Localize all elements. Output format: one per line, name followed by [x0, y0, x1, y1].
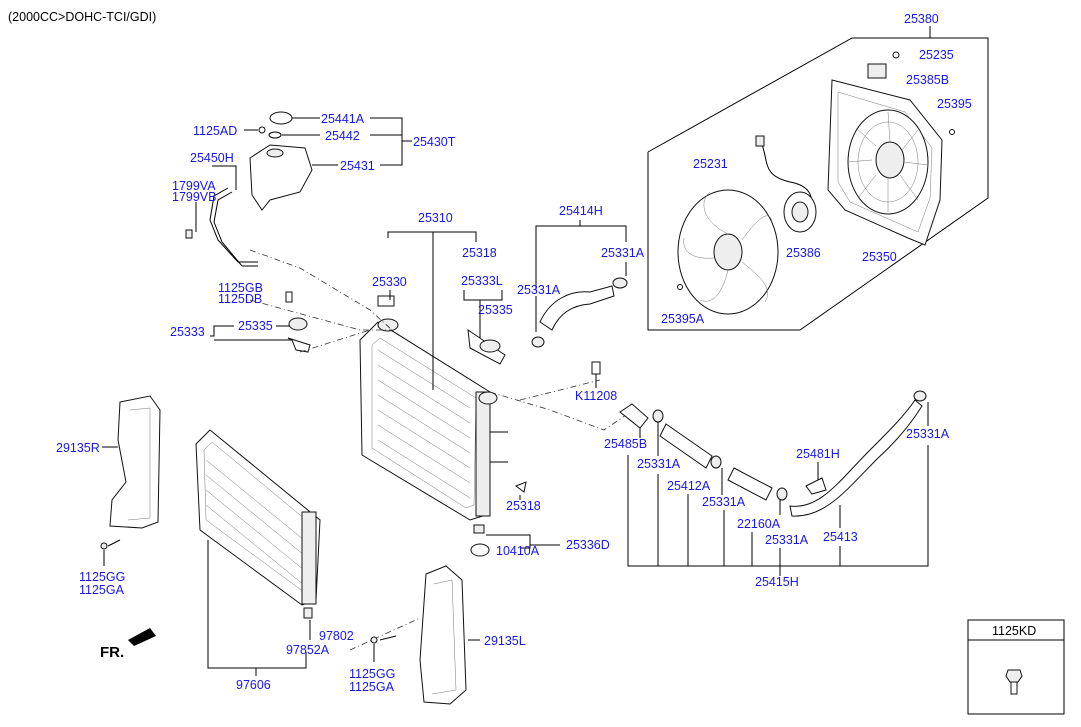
part-label-25450h[interactable]: 25450H	[190, 151, 234, 165]
radiator-drawing	[359, 295, 527, 557]
part-label-25231[interactable]: 25231	[693, 157, 728, 171]
air-guard-left-drawing	[370, 565, 480, 705]
part-label-1799vb[interactable]: 1799VB	[172, 190, 216, 204]
part-label-1125gg-bottom[interactable]: 1125GG	[349, 667, 395, 681]
lower-hose-drawing	[591, 361, 927, 517]
part-label-25431[interactable]: 25431	[340, 159, 375, 173]
bracket-left-drawing	[210, 291, 311, 353]
part-label-25331a-top[interactable]: 25331A	[601, 246, 645, 260]
reservoir-leaders	[195, 117, 412, 232]
part-label-25395[interactable]: 25395	[937, 97, 972, 111]
fan-blade-drawing	[677, 189, 779, 315]
fan-assembly-box	[647, 26, 989, 331]
part-label-25318-top[interactable]: 25318	[462, 246, 497, 260]
part-label-k11208[interactable]: K11208	[575, 389, 617, 403]
part-label-97606[interactable]: 97606	[236, 678, 271, 692]
part-label-25310[interactable]: 25310	[418, 211, 453, 225]
part-label-22160a[interactable]: 22160A	[737, 517, 781, 531]
lower-hose-leaders	[595, 374, 929, 576]
part-label-25380[interactable]: 25380	[904, 12, 939, 26]
part-label-25442[interactable]: 25442	[325, 129, 360, 143]
part-label-25413[interactable]: 25413	[823, 530, 858, 544]
part-label-25350[interactable]: 25350	[862, 250, 897, 264]
svg-text:FR.: FR.	[100, 644, 124, 661]
condenser-drawing	[195, 429, 321, 676]
part-label-25331a-right[interactable]: 25331A	[906, 427, 950, 441]
legend-box-label: 1125KD	[992, 624, 1036, 638]
part-label-25335-left[interactable]: 25335	[238, 319, 273, 333]
part-label-25330[interactable]: 25330	[372, 275, 407, 289]
part-label-1125gb[interactable]: 1125GB	[218, 281, 263, 295]
part-label-25331a-a[interactable]: 25331A	[637, 457, 681, 471]
part-label-25318-bottom[interactable]: 25318	[506, 499, 541, 513]
part-label-25385b[interactable]: 25385B	[906, 73, 949, 87]
part-label-25485b[interactable]: 25485B	[604, 437, 647, 451]
part-label-25335-right[interactable]: 25335	[478, 303, 513, 317]
part-label-25415h[interactable]: 25415H	[755, 575, 799, 589]
part-label-25395a[interactable]: 25395A	[661, 312, 705, 326]
front-direction-arrow: FR.	[100, 628, 156, 661]
part-label-25481h[interactable]: 25481H	[796, 447, 840, 461]
part-label-1125ga-left[interactable]: 1125GA	[79, 583, 125, 597]
part-label-25331a-c[interactable]: 25331A	[765, 533, 809, 547]
radiator-leaders	[387, 231, 560, 549]
part-label-29135l[interactable]: 29135L	[484, 634, 526, 648]
connector-lines	[249, 249, 627, 651]
part-label-10410a[interactable]: 10410A	[496, 544, 540, 558]
part-label-25414h[interactable]: 25414H	[559, 204, 603, 218]
engine-spec-header: (2000CC>DOHC-TCI/GDI)	[8, 10, 156, 24]
part-label-25441a[interactable]: 25441A	[321, 112, 365, 126]
part-label-25386[interactable]: 25386	[786, 246, 821, 260]
reservoir-drawing	[185, 111, 313, 267]
part-label-25430t[interactable]: 25430T	[413, 135, 456, 149]
part-label-1125db[interactable]: 1125DB	[218, 292, 262, 306]
part-label-25333l[interactable]: 25333L	[461, 274, 503, 288]
part-label-29135r[interactable]: 29135R	[56, 441, 100, 455]
part-label-1125ad[interactable]: 1125AD	[193, 124, 237, 138]
part-label-25336d[interactable]: 25336D	[566, 538, 610, 552]
part-label-1125gg-left[interactable]: 1125GG	[79, 570, 125, 584]
legend-box: 1125KD	[967, 619, 1065, 715]
fan-motor-drawing	[755, 135, 817, 233]
part-label-25331a-b[interactable]: 25331A	[702, 495, 746, 509]
fan-shroud-drawing	[827, 51, 955, 246]
bracket-right-drawing	[467, 328, 506, 365]
part-label-25412a[interactable]: 25412A	[667, 479, 711, 493]
part-label-25331a-mid[interactable]: 25331A	[517, 283, 561, 297]
part-label-1125ga-bottom[interactable]: 1125GA	[349, 680, 395, 694]
part-label-97802[interactable]: 97802	[319, 629, 354, 643]
part-label-25333[interactable]: 25333	[170, 325, 205, 339]
part-label-25235[interactable]: 25235	[919, 48, 954, 62]
upper-hose-drawing	[531, 220, 628, 348]
part-label-1799va[interactable]: 1799VA	[172, 179, 216, 193]
part-labels: 25380 25235 25385B 25395 25231 25386 253…	[56, 12, 972, 694]
bolt-icon	[1005, 669, 1023, 695]
part-label-97852a[interactable]: 97852A	[286, 643, 330, 657]
air-guard-right-drawing	[100, 395, 161, 566]
